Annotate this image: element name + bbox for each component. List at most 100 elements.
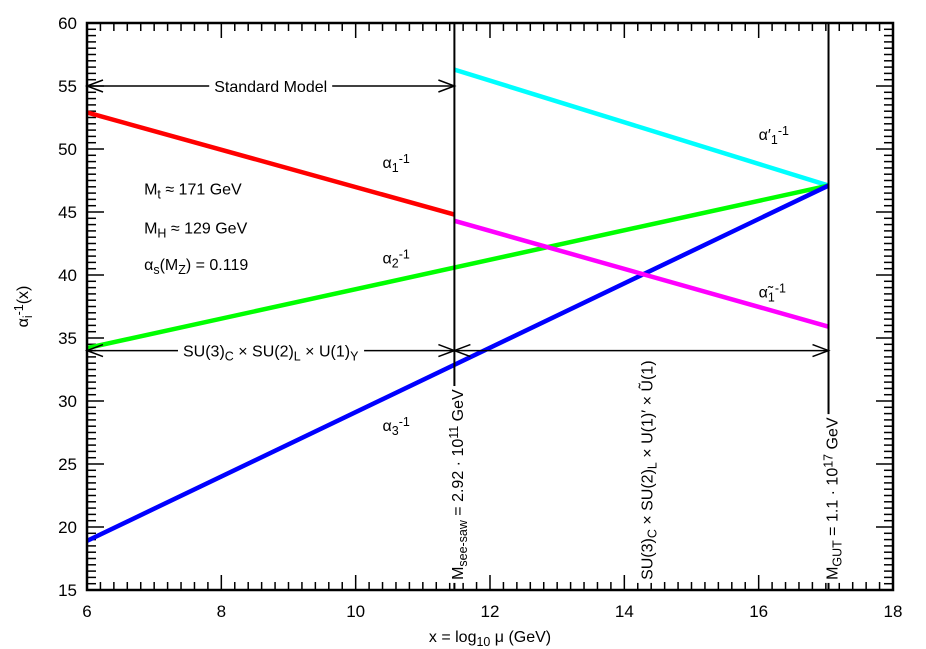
- label-part: -1: [775, 281, 786, 295]
- arrow-label: Standard Model: [214, 79, 327, 96]
- label-part: ≈ 171 GeV: [161, 181, 242, 198]
- y-tick-label: 35: [58, 329, 77, 348]
- annotation-mss: Msee-saw = 2.92 · 1011 GeV: [447, 389, 470, 580]
- label-part: L: [294, 349, 301, 363]
- label-part: α: [383, 418, 392, 435]
- label-part: M: [450, 567, 467, 580]
- annotation-grp: SU(3)C × SU(2)L × U(1)′ × Ũ(1): [637, 360, 660, 579]
- series-line: [86, 183, 830, 351]
- label-part: Y: [350, 349, 359, 363]
- annotation-a3: α3-1: [383, 415, 410, 438]
- annotation-a1: α1-1: [383, 152, 410, 175]
- label-part: × U(1): [301, 344, 350, 361]
- y-tick-label: 45: [58, 203, 77, 222]
- label-part: SU(3): [183, 344, 225, 361]
- arrow-label-bg: [209, 79, 333, 96]
- y-tick-label: 50: [58, 140, 77, 159]
- x-tick-label: 12: [481, 602, 500, 621]
- x-tick-label: 6: [82, 602, 91, 621]
- label-part: 11: [447, 426, 461, 439]
- x-tick-label: 16: [749, 602, 768, 621]
- y-tick-label: 15: [58, 581, 77, 600]
- annotation-a2: α2-1: [383, 247, 410, 270]
- arrow-label-bg: [177, 343, 365, 364]
- x-axis-label: x = log10 μ (GeV): [429, 629, 551, 649]
- label-part: (x): [15, 286, 32, 305]
- annotation-bg: [446, 386, 470, 583]
- arrow-head-right: [812, 343, 831, 358]
- annotation-as: αs(MZ) = 0.119: [144, 257, 248, 277]
- y-tick-label: 30: [58, 392, 77, 411]
- label-part: SU(3): [640, 538, 657, 580]
- label-part: Z: [178, 263, 186, 277]
- label-part: = 2.92 · 10: [450, 439, 467, 520]
- label-part: α: [144, 257, 153, 274]
- annotation-a1t: α̃1-1: [759, 281, 786, 304]
- label-part: see-saw: [456, 519, 470, 566]
- label-part: GUT: [830, 540, 844, 567]
- arrow-head-right: [438, 79, 457, 93]
- label-part: -1: [399, 247, 410, 261]
- y-tick-label: 20: [58, 518, 77, 537]
- label-part: GeV: [824, 417, 841, 454]
- label-part: ) = 0.119: [186, 257, 249, 274]
- label-part: Standard Model: [214, 79, 327, 96]
- plot-frame: [85, 21, 895, 592]
- label-part: 1: [768, 290, 775, 304]
- label-part: C: [645, 529, 659, 538]
- series-line: [453, 67, 830, 188]
- annotation-mh: MH ≈ 129 GeV: [144, 220, 248, 240]
- annotation-mt: Mt ≈ 171 GeV: [144, 181, 242, 201]
- y-tick-label: 55: [58, 77, 77, 96]
- label-part: 10: [476, 635, 490, 649]
- y-tick-label: 60: [58, 14, 77, 33]
- label-part: 17: [821, 454, 835, 468]
- label-part: M: [144, 181, 157, 198]
- label-part: -1: [778, 124, 789, 138]
- label-part: -1: [399, 152, 410, 166]
- series-line: [86, 183, 830, 543]
- label-part: α: [15, 318, 32, 327]
- label-part: α: [383, 155, 392, 172]
- label-part: × U(1)′ × Ũ(1): [637, 360, 657, 462]
- label-part: × SU(2): [234, 344, 294, 361]
- x-tick-label: 10: [346, 602, 365, 621]
- annotation-mgut: MGUT = 1.1 · 1017 GeV: [821, 417, 844, 580]
- label-part: s: [153, 263, 159, 277]
- label-part: x = log: [429, 629, 477, 646]
- label-part: -1: [12, 304, 26, 315]
- label-part: × SU(2): [640, 469, 657, 529]
- label-part: α′: [759, 127, 771, 144]
- annotation-bg: [820, 414, 844, 583]
- label-part: C: [225, 349, 234, 363]
- label-part: GeV: [450, 389, 467, 426]
- x-tick-label: 14: [615, 602, 634, 621]
- label-part: i: [21, 315, 35, 318]
- y-tick-label: 25: [58, 455, 77, 474]
- label-part: 1: [771, 133, 778, 147]
- series-lines: [86, 67, 830, 543]
- label-part: (M: [160, 257, 179, 274]
- label-part: M: [144, 220, 157, 237]
- series-line: [86, 110, 456, 217]
- label-part: L: [645, 462, 659, 469]
- label-part: t: [157, 187, 161, 201]
- arrow-label: SU(3)C × SU(2)L × U(1)Y: [183, 344, 359, 364]
- label-part: 1: [392, 160, 399, 174]
- label-part: μ (GeV): [490, 629, 551, 646]
- series-line: [453, 218, 830, 329]
- annotation-a1p: α′1-1: [759, 124, 789, 147]
- y-tick-label: 40: [58, 266, 77, 285]
- y-axis-label: αi-1(x): [12, 286, 35, 328]
- label-part: = 1.1 · 10: [824, 468, 841, 541]
- arrow-head-left: [452, 343, 471, 358]
- x-tick-label: 18: [884, 602, 903, 621]
- label-part: -1: [399, 415, 410, 429]
- label-part: 2: [392, 256, 399, 270]
- label-part: H: [157, 226, 166, 240]
- annotation-bg: [636, 357, 660, 583]
